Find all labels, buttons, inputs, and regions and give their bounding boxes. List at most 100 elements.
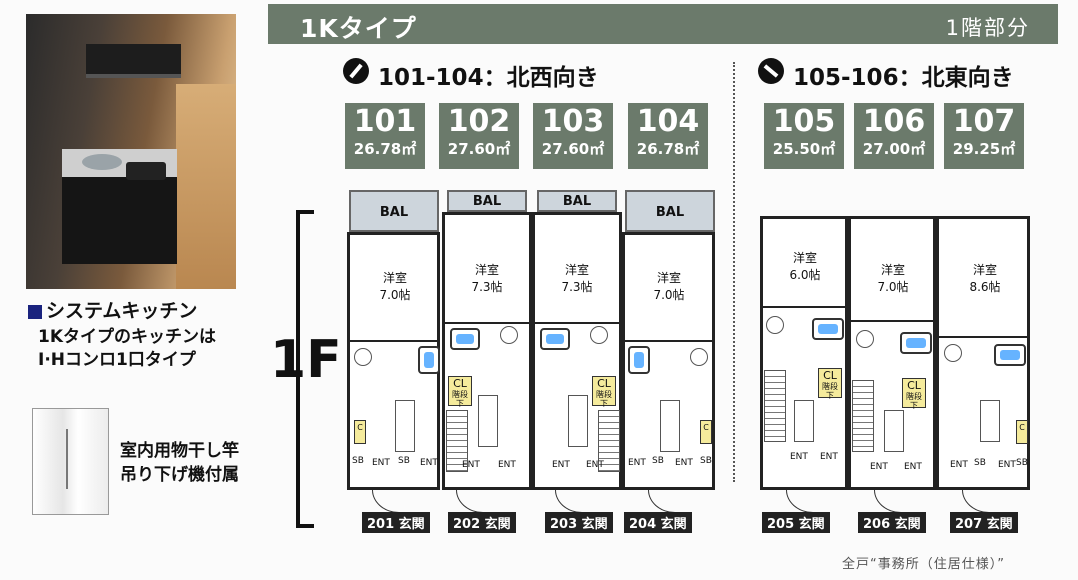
- entrance-label: ENT: [904, 462, 922, 472]
- floor-label: 1F: [270, 330, 342, 390]
- orientation-northwest: 101-104：北西向き: [378, 65, 599, 91]
- entrance-tag-205: 205 玄関: [762, 512, 830, 533]
- entrance-label: ENT: [586, 460, 604, 470]
- toilet-icon: [590, 326, 608, 344]
- door-swing: [372, 490, 399, 513]
- unit-plan-105: [760, 216, 848, 490]
- shoebox-label: SB: [974, 458, 986, 468]
- type-header-band: 1Kタイプ 1階部分: [268, 4, 1058, 44]
- section-divider: [733, 62, 735, 482]
- toilet-icon: [766, 316, 784, 334]
- stair: [852, 380, 874, 452]
- bathtub-icon: [540, 328, 570, 350]
- entrance-tag-207: 207 玄関: [950, 512, 1018, 533]
- shoebox-label: SB: [352, 456, 364, 466]
- kitchen-caption-line1: 1Kタイプのキッチンは: [38, 327, 217, 347]
- floor-bracket: [296, 210, 314, 528]
- entrance-label: ENT: [790, 452, 808, 462]
- balcony: BAL: [349, 190, 439, 232]
- entrance-label: ENT: [675, 458, 693, 468]
- closet-label-small: C: [700, 420, 712, 444]
- kitchen-caption-line2: I·Hコンロ1口タイプ: [38, 350, 196, 370]
- entrance-tag-203: 203 玄関: [545, 512, 613, 533]
- entrance-label: ENT: [950, 460, 968, 470]
- entrance-tag-206: 206 玄関: [858, 512, 926, 533]
- orientation-northeast: 105-106：北東向き: [793, 65, 1014, 91]
- entrance-label: ENT: [870, 462, 888, 472]
- toilet-icon: [500, 326, 518, 344]
- kitchen-counter: [980, 400, 1000, 442]
- entrance-label: ENT: [420, 458, 438, 468]
- toilet-icon: [354, 348, 372, 366]
- kitchen-caption-title: システムキッチン: [28, 296, 197, 323]
- shoebox-label: SB: [700, 456, 712, 466]
- balcony: BAL: [447, 190, 527, 212]
- balcony: BAL: [537, 190, 617, 212]
- kitchen-counter: [568, 395, 588, 447]
- door-swing: [786, 490, 813, 513]
- bathtub-icon: [450, 328, 480, 350]
- shoebox-label: SB: [398, 456, 410, 466]
- kitchen-counter: [395, 400, 415, 452]
- kitchen-counter: [884, 410, 904, 452]
- door-swing: [874, 490, 901, 513]
- door-swing: [962, 490, 989, 513]
- drying-feature-line1: 室内用物干し竿: [120, 441, 239, 461]
- entrance-label: ENT: [552, 460, 570, 470]
- door-swing: [555, 490, 582, 513]
- stair: [764, 370, 786, 442]
- closet-label-small: C: [1016, 420, 1028, 444]
- kitchen-counter: [478, 395, 498, 447]
- entrance-label: ENT: [628, 458, 646, 468]
- entrance-tag-202: 202 玄関: [448, 512, 516, 533]
- compass-icon: [758, 58, 784, 84]
- closet-label-small: C: [354, 420, 366, 444]
- door-swing: [456, 490, 483, 513]
- entrance-label: ENT: [462, 460, 480, 470]
- floor-section-label: 1階部分: [945, 16, 1030, 40]
- bathtub-icon: [628, 346, 650, 374]
- toilet-icon: [944, 344, 962, 362]
- toilet-icon: [690, 348, 708, 366]
- compass-icon: [343, 58, 369, 84]
- bathtub-icon: [812, 318, 844, 340]
- bathtub-icon: [900, 332, 932, 354]
- bathtub-icon: [994, 344, 1026, 366]
- drying-feature-line2: 吊り下げ機付属: [120, 465, 239, 485]
- entrance-label: ENT: [998, 460, 1016, 470]
- type-title: 1Kタイプ: [300, 14, 417, 43]
- stair: [598, 410, 620, 472]
- shoebox-label: SB: [652, 456, 664, 466]
- door-swing: [648, 490, 675, 513]
- entrance-tag-204: 204 玄関: [624, 512, 692, 533]
- entrance-label: ENT: [372, 458, 390, 468]
- kitchen-counter: [794, 400, 814, 442]
- kitchen-photo: [26, 14, 236, 289]
- kitchen-counter: [660, 400, 680, 452]
- bathtub-icon: [418, 346, 440, 374]
- balcony: BAL: [625, 190, 715, 232]
- footnote: 全戸“事務所（住居仕様）”: [842, 557, 1005, 572]
- stair: [446, 410, 468, 472]
- entrance-label: ENT: [820, 452, 838, 462]
- drying-rod-photo: [32, 408, 109, 515]
- shoebox-label: SB: [1016, 458, 1028, 468]
